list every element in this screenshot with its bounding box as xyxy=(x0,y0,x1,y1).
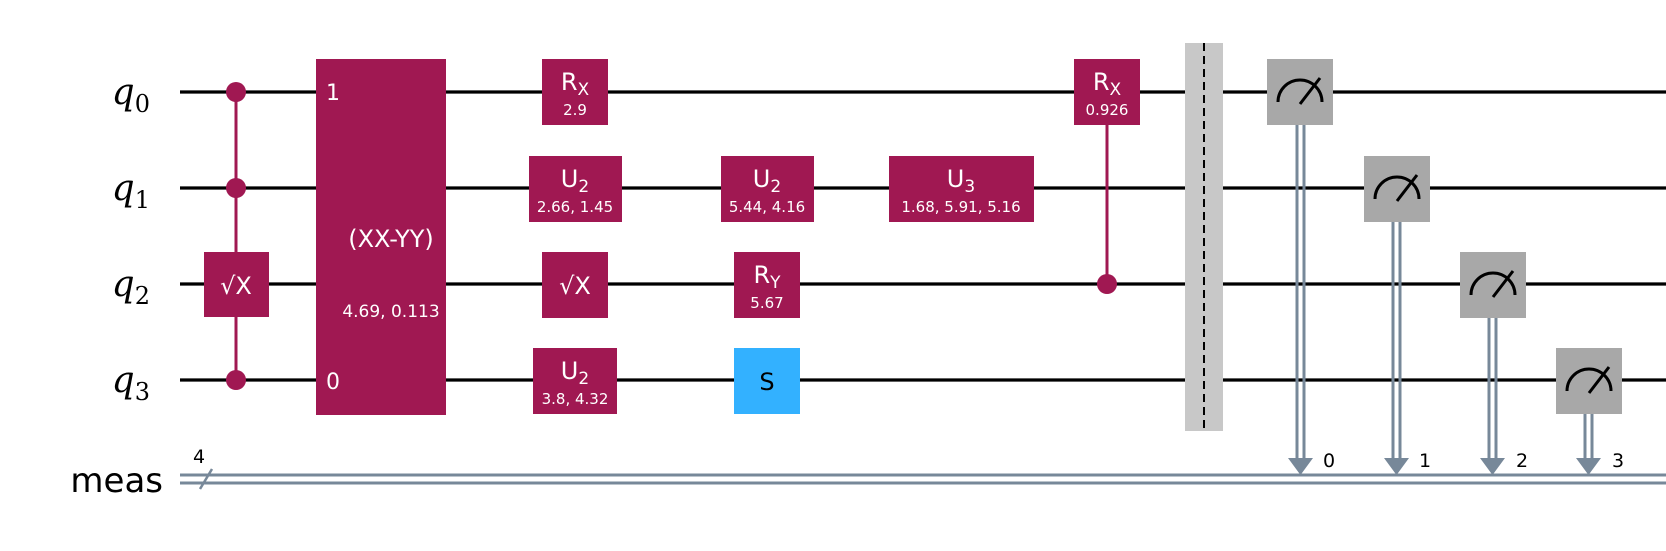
classical-wire: 4 xyxy=(180,446,1666,490)
gate-params: 2.9 xyxy=(563,101,587,119)
gate-box xyxy=(533,348,617,414)
gate-label: RX xyxy=(561,68,590,100)
controlled-rx-gate: RX 0.926 xyxy=(1074,59,1140,294)
meter-needle xyxy=(1395,174,1419,202)
meter-icon xyxy=(1565,367,1613,392)
xx-minus-yy-gate: 1 0 (XX-YY) 4.69, 0.113 xyxy=(316,59,446,415)
measure-q1: 1 xyxy=(1364,156,1431,475)
control-dot-q1 xyxy=(226,178,246,198)
ry-gate: RY 5.67 xyxy=(734,252,800,318)
gate-label: RX xyxy=(1093,68,1122,100)
qubit-label-q1: q1 xyxy=(112,168,150,214)
gate-params: 3.8, 4.32 xyxy=(542,390,609,408)
measure-arrow xyxy=(1288,458,1313,475)
meter-needle xyxy=(1491,270,1515,298)
barrier xyxy=(1185,43,1223,431)
u2-gate: U2 2.66, 1.45 xyxy=(529,156,622,222)
xxyy-box xyxy=(316,59,446,415)
gate-box xyxy=(889,156,1034,222)
classical-register-size: 4 xyxy=(193,446,205,468)
qubit-label-q2: q2 xyxy=(112,264,150,310)
meter-needle xyxy=(1298,77,1322,105)
control-dot-q0 xyxy=(226,82,246,102)
barrier-band xyxy=(1185,43,1223,431)
measure-arrow xyxy=(1576,458,1601,475)
gate-params: 5.44, 4.16 xyxy=(729,198,805,216)
measure-arrow xyxy=(1384,458,1409,475)
gate-box xyxy=(529,156,622,222)
measure-box xyxy=(1364,156,1430,222)
s-gate: S xyxy=(734,348,800,414)
gate-label: U2 xyxy=(561,165,589,197)
gate-box xyxy=(734,348,800,414)
meter-icon xyxy=(1276,78,1324,103)
gate-label: RY xyxy=(753,261,781,293)
measure-bit-label: 2 xyxy=(1516,450,1528,472)
gate-label: U2 xyxy=(561,357,589,389)
controlled-sqrtx-gate: √X xyxy=(204,82,269,390)
gate-params: 5.67 xyxy=(750,294,783,312)
control-dot-q3 xyxy=(226,370,246,390)
qubit-label-q0: q0 xyxy=(112,72,150,118)
xxyy-bottom-index: 0 xyxy=(326,370,340,395)
qubit-label-q3: q3 xyxy=(112,360,150,406)
rx-gate: RX 2.9 xyxy=(542,59,608,125)
measure-box xyxy=(1460,252,1526,318)
u3-gate: U3 1.68, 5.91, 5.16 xyxy=(889,156,1034,222)
gate-label: √X xyxy=(559,272,591,300)
gate-label: √X xyxy=(220,272,252,300)
meter-needle xyxy=(1587,366,1611,394)
measure-box xyxy=(1556,348,1622,414)
gate-label: U2 xyxy=(753,165,781,197)
gate-label: S xyxy=(759,368,774,396)
classical-register-label: meas xyxy=(70,461,163,501)
gate-box xyxy=(542,252,608,318)
gate-box xyxy=(734,252,800,318)
classical-bus-slash xyxy=(198,468,214,490)
measure-bit-label: 0 xyxy=(1323,450,1335,472)
gate-box xyxy=(1074,59,1140,125)
meter-icon xyxy=(1373,175,1421,200)
measure-q3: 3 xyxy=(1556,348,1624,475)
sqrtx-box xyxy=(204,252,269,317)
gate-params: 1.68, 5.91, 5.16 xyxy=(901,198,1020,216)
u2-gate: U2 3.8, 4.32 xyxy=(533,348,617,414)
xxyy-top-index: 1 xyxy=(326,81,340,106)
gate-box xyxy=(721,156,814,222)
register-labels: q0 q1 q2 q3 meas xyxy=(70,72,163,501)
gate-params: 0.926 xyxy=(1086,101,1129,119)
measure-bit-label: 1 xyxy=(1419,450,1431,472)
measure-q2: 2 xyxy=(1460,252,1528,475)
measure-box xyxy=(1267,59,1333,125)
control-dot-q2 xyxy=(1097,274,1117,294)
gate-params: 2.66, 1.45 xyxy=(537,198,613,216)
gate-label: (XX-YY) xyxy=(348,225,434,253)
measure-q0: 0 xyxy=(1267,59,1335,475)
measure-arrow xyxy=(1480,458,1505,475)
sqrtx-gate: √X xyxy=(542,252,608,318)
measure-bit-label: 3 xyxy=(1612,450,1624,472)
gate-label: U3 xyxy=(947,165,975,197)
gate-box xyxy=(542,59,608,125)
meter-icon xyxy=(1469,271,1517,296)
u2-gate: U2 5.44, 4.16 xyxy=(721,156,814,222)
gate-params: 4.69, 0.113 xyxy=(342,302,439,322)
